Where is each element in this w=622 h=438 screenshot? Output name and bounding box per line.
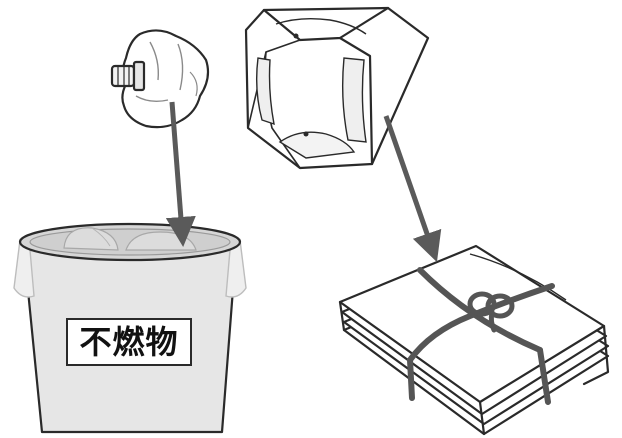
tied-paper-bundle-icon: [340, 246, 608, 434]
bin-label-text: 不燃物: [79, 326, 178, 358]
bottle-cap-icon: [112, 30, 208, 127]
bin-label: 不燃物: [66, 318, 192, 366]
arrow-to-bundle: [386, 116, 432, 248]
flattened-carton-icon: [246, 8, 428, 168]
